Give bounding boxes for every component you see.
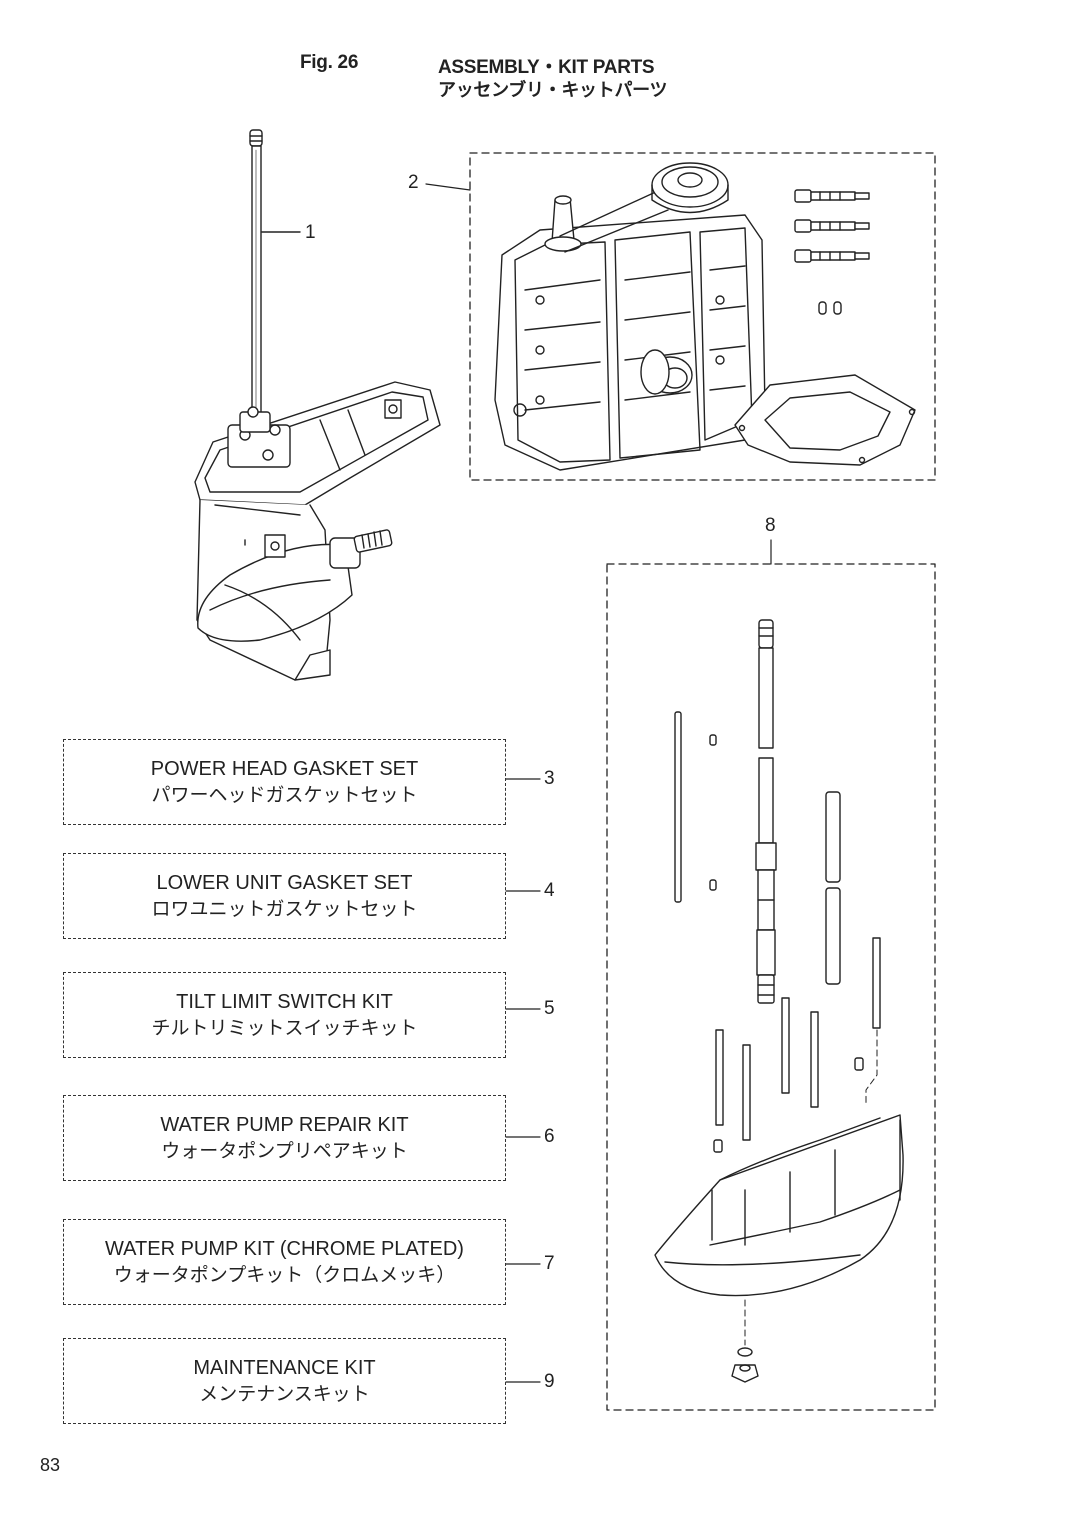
page-title: ASSEMBLY・KIT PARTS [438, 57, 655, 78]
kit-name-en: POWER HEAD GASKET SET [150, 758, 419, 780]
callout-1: 1 [305, 222, 316, 243]
kit-name-en: WATER PUMP REPAIR KIT [160, 1114, 409, 1136]
part-2-kit-box [469, 152, 936, 481]
kit-box-maintenance-kit: MAINTENANCE KIT メンテナンスキット [63, 1338, 506, 1424]
extension-kit-drawing [654, 619, 904, 1383]
kit-name-en: MAINTENANCE KIT [193, 1357, 376, 1379]
callout-9: 9 [544, 1371, 555, 1392]
kit-name-jp: メンテナンスキット [199, 1383, 370, 1405]
callout-3: 3 [544, 768, 555, 789]
callout-2: 2 [408, 172, 419, 193]
kit-name-jp: チルトリミットスイッチキット [151, 1017, 418, 1039]
kit-name-jp: ウォータポンプキット（クロムメッキ） [113, 1264, 456, 1286]
part-8-kit-box [606, 563, 936, 1411]
kit-name-en: WATER PUMP KIT (CHROME PLATED) [105, 1238, 464, 1260]
kit-name-jp: ウォータポンプリペアキット [161, 1140, 408, 1162]
kit-box-lower-unit-gasket-set: LOWER UNIT GASKET SET ロワユニットガスケットセット [63, 853, 506, 939]
page-title-japanese: アッセンブリ・キットパーツ [438, 80, 668, 101]
kit-name-jp: パワーヘッドガスケットセット [151, 784, 418, 806]
figure-label: Fig. 26 [300, 52, 359, 73]
kit-box-water-pump-kit-chrome-plated: WATER PUMP KIT (CHROME PLATED) ウォータポンプキッ… [63, 1219, 506, 1305]
kit-name-jp: ロワユニットガスケットセット [151, 898, 418, 920]
callout-6: 6 [544, 1126, 555, 1147]
power-head-drawing [494, 162, 916, 471]
callout-4: 4 [544, 880, 555, 901]
kit-box-water-pump-repair-kit: WATER PUMP REPAIR KIT ウォータポンプリペアキット [63, 1095, 506, 1181]
callout-7: 7 [544, 1253, 555, 1274]
kit-name-en: TILT LIMIT SWITCH KIT [176, 991, 393, 1013]
lower-unit-drawing [194, 129, 441, 681]
kit-name-en: LOWER UNIT GASKET SET [156, 872, 413, 894]
callout-5: 5 [544, 998, 555, 1019]
callout-8: 8 [765, 515, 776, 536]
page-number: 83 [40, 1455, 61, 1475]
kit-box-tilt-limit-switch-kit: TILT LIMIT SWITCH KIT チルトリミットスイッチキット [63, 972, 506, 1058]
kit-box-power-head-gasket-set: POWER HEAD GASKET SET パワーヘッドガスケットセット [63, 739, 506, 825]
